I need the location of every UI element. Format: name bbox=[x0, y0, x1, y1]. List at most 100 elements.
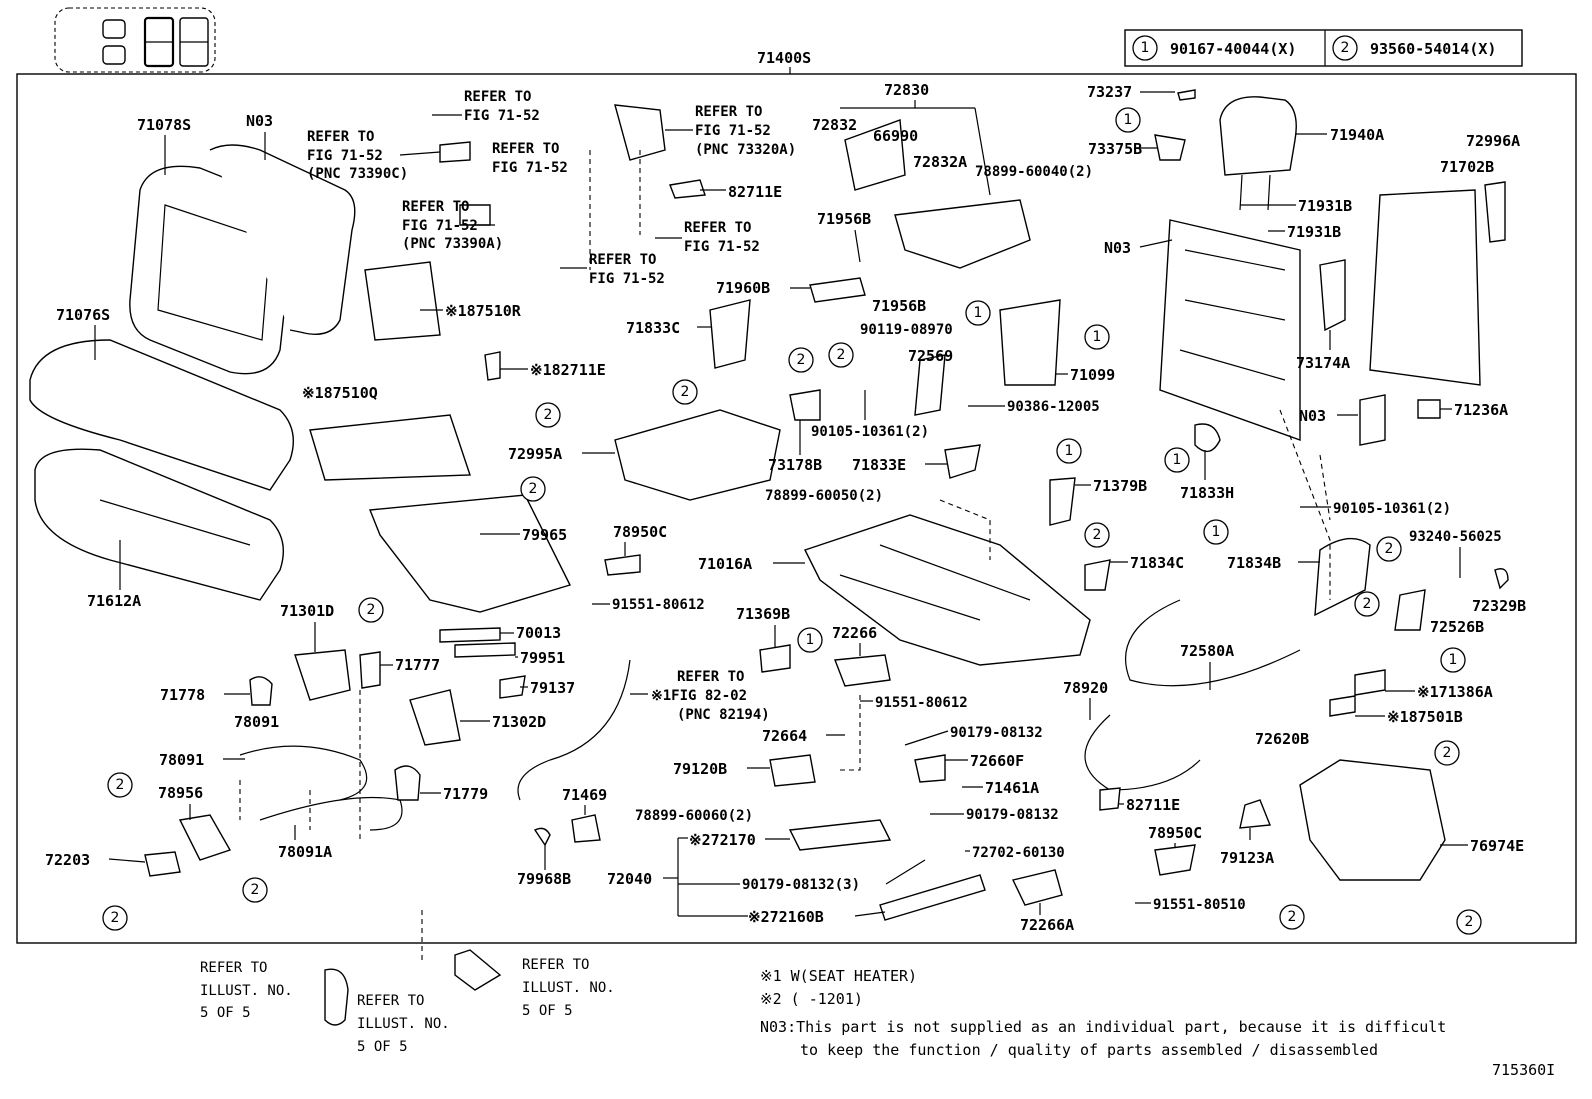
label-90179-08132-b: 90179-08132 bbox=[966, 807, 1059, 823]
svg-text:REFER TO: REFER TO bbox=[492, 141, 559, 157]
svg-text:1: 1 bbox=[806, 632, 815, 648]
seat-belt-retractor-shape bbox=[614, 104, 666, 161]
label-72995a: 72995A bbox=[508, 445, 562, 463]
svg-text:FIG 71-52: FIG 71-52 bbox=[695, 123, 771, 139]
recliner-71302d-shape bbox=[409, 689, 461, 746]
label-71960b: 71960B bbox=[716, 279, 770, 297]
label-71940a: 71940A bbox=[1330, 126, 1384, 144]
main-assembly-label: 71400S bbox=[757, 49, 811, 67]
label-72996a: 72996A bbox=[1466, 132, 1520, 150]
cable-78920-shape bbox=[1084, 714, 1201, 791]
svg-text:FIG 71-52: FIG 71-52 bbox=[589, 271, 665, 287]
svg-text:2: 2 bbox=[251, 882, 260, 898]
svg-text:1: 1 bbox=[1124, 112, 1133, 128]
legend-circle-2-number: 2 bbox=[1341, 40, 1350, 56]
label-72569: 72569 bbox=[908, 347, 953, 365]
svg-text:2: 2 bbox=[797, 352, 806, 368]
plug-73237-shape bbox=[1177, 89, 1196, 101]
connector-71236a-shape bbox=[1417, 399, 1441, 419]
svg-text:2: 2 bbox=[111, 910, 120, 926]
label-72329b: 72329B bbox=[1472, 597, 1526, 615]
svg-text:1: 1 bbox=[1093, 329, 1102, 345]
svg-text:ILLUST. NO.: ILLUST. NO. bbox=[357, 1016, 450, 1032]
label-91551-80612-b: 91551-80612 bbox=[875, 695, 968, 711]
svg-text:2: 2 bbox=[367, 602, 376, 618]
cover-79137-shape bbox=[499, 675, 526, 699]
callout-circles: 1 1 1 1 1 1 1 1 2 2 2 2 2 2 2 2 2 2 2 2 … bbox=[102, 107, 1482, 935]
label-71956b-a: 71956B bbox=[817, 210, 871, 228]
svg-text:FIG 71-52: FIG 71-52 bbox=[402, 218, 478, 234]
label-90105-10361-b: 90105-10361(2) bbox=[1333, 501, 1451, 517]
legend-circle-1-number: 1 bbox=[1141, 40, 1150, 56]
label-66990: 66990 bbox=[873, 127, 918, 145]
label-71302d: 71302D bbox=[492, 713, 546, 731]
label-187501b: ※187501B bbox=[1387, 708, 1463, 726]
legend-part-1: 90167-40044(X) bbox=[1170, 40, 1296, 58]
clip-71469-shape bbox=[571, 814, 601, 843]
svg-text:REFER TO: REFER TO bbox=[522, 957, 589, 973]
cover-79123a-shape bbox=[1239, 799, 1271, 829]
bracket-73174a-shape bbox=[1319, 259, 1346, 332]
label-78091-b: 78091 bbox=[159, 751, 204, 769]
label-82711e-a: 82711E bbox=[728, 183, 782, 201]
footnote-n03-line2: to keep the function / quality of parts … bbox=[800, 1041, 1378, 1059]
cable-78091-shape bbox=[239, 745, 368, 801]
label-79123a: 79123A bbox=[1220, 849, 1274, 867]
cable-78091a-shape bbox=[259, 796, 403, 831]
footnote-seat-heater: ※1 W(SEAT HEATER) bbox=[760, 967, 917, 985]
label-71702b: 71702B bbox=[1440, 158, 1494, 176]
seat-back-heater-shape bbox=[364, 261, 441, 341]
cushion-pan-shape bbox=[369, 494, 571, 613]
label-182711e: ※182711E bbox=[530, 361, 606, 379]
label-72580a: 72580A bbox=[1180, 642, 1234, 660]
bracket-82711e-b-shape bbox=[1099, 787, 1121, 811]
label-93240-56025: 93240-56025 bbox=[1409, 529, 1502, 545]
label-78950c-b: 78950C bbox=[1148, 824, 1202, 842]
label-90119-08970: 90119-08970 bbox=[860, 322, 953, 338]
cover-71778-shape bbox=[249, 676, 273, 706]
cushion-heater-shape bbox=[309, 414, 471, 481]
label-79951: 79951 bbox=[520, 649, 565, 667]
svg-text:FIG 71-52: FIG 71-52 bbox=[464, 108, 540, 124]
label-187510q: ※187510Q bbox=[302, 384, 378, 402]
armrest-cup-holder-shape bbox=[844, 119, 906, 191]
svg-text:REFER TO: REFER TO bbox=[695, 104, 762, 120]
svg-text:2: 2 bbox=[529, 481, 538, 497]
svg-text:FIG 71-52: FIG 71-52 bbox=[684, 239, 760, 255]
label-n03-a: N03 bbox=[246, 112, 273, 130]
svg-text:REFER TO: REFER TO bbox=[402, 199, 469, 215]
svg-text:FIG 71-52: FIG 71-52 bbox=[492, 160, 568, 176]
label-79137: 79137 bbox=[530, 679, 575, 697]
label-72832: 72832 bbox=[812, 116, 857, 134]
label-71931b-b: 71931B bbox=[1287, 223, 1341, 241]
label-78899-60060: 78899-60060(2) bbox=[635, 808, 753, 824]
cover-71379b-shape bbox=[1049, 477, 1076, 526]
label-72620b: 72620B bbox=[1255, 730, 1309, 748]
headrest-shape bbox=[1219, 96, 1297, 176]
seat-track-lower-shape bbox=[879, 874, 986, 921]
switch-71386a-shape bbox=[1354, 669, 1386, 696]
svg-text:2: 2 bbox=[1288, 909, 1297, 925]
svg-text:REFER TO: REFER TO bbox=[464, 89, 531, 105]
label-73237: 73237 bbox=[1087, 83, 1132, 101]
label-71379b: 71379B bbox=[1093, 477, 1147, 495]
refer-to-notes: REFER TO FIG 71-52 REFER TO FIG 71-52 (P… bbox=[200, 89, 796, 1055]
label-79120b: 79120B bbox=[673, 760, 727, 778]
bracket-82711e-a-shape bbox=[669, 179, 706, 199]
label-71834c: 71834C bbox=[1130, 554, 1184, 572]
label-70013: 70013 bbox=[516, 624, 561, 642]
seat-cushion-frame-shape bbox=[804, 514, 1091, 666]
clip-79968b-shape bbox=[533, 827, 551, 847]
cable-72580a-shape bbox=[1125, 599, 1301, 687]
svg-text:ILLUST. NO.: ILLUST. NO. bbox=[200, 983, 293, 999]
cover-71369b-shape bbox=[759, 644, 791, 673]
part-labels: 71078S N03 71076S 71612A ※187510R ※18271… bbox=[45, 81, 1526, 934]
label-71612a: 71612A bbox=[87, 592, 141, 610]
label-72266: 72266 bbox=[832, 624, 877, 642]
seatback-board-shape bbox=[1369, 189, 1481, 386]
label-72203: 72203 bbox=[45, 851, 90, 869]
cover-71834c-shape bbox=[1084, 559, 1111, 591]
handle-72203-shape bbox=[144, 851, 181, 877]
cover-72266a-shape bbox=[1011, 869, 1063, 906]
bracket-78956-shape bbox=[178, 814, 232, 861]
